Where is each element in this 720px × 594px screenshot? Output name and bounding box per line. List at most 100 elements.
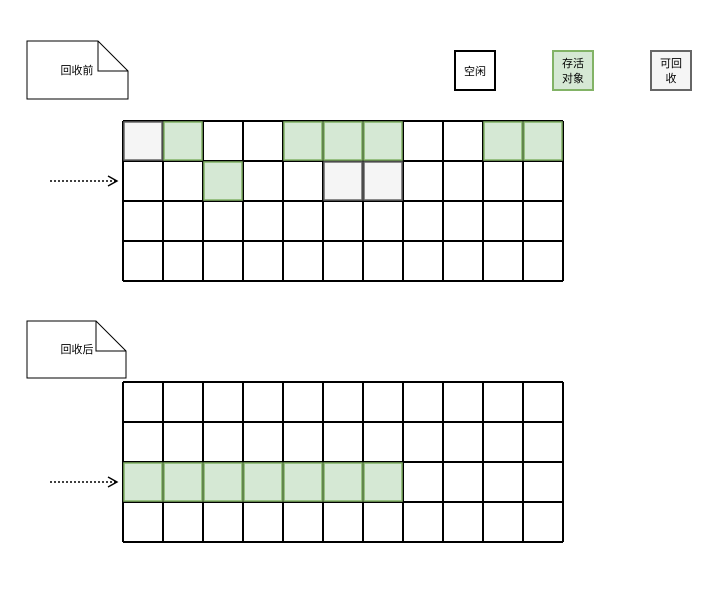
after-cell-free (203, 382, 243, 422)
before-cell-free (443, 161, 483, 201)
before-cell-free (403, 201, 443, 241)
after-cell-outline-live (123, 462, 163, 502)
memory-grid-after (122, 381, 564, 543)
legend-free-label: 空闲 (464, 64, 486, 78)
after-cell-free (363, 502, 403, 542)
after-cell-free (123, 422, 163, 462)
before-cell-outline-live (163, 121, 203, 161)
after-title: 回收后 (61, 342, 94, 356)
after-cell-free (123, 502, 163, 542)
before-cell-live (523, 121, 563, 161)
after-cell-free (523, 462, 563, 502)
before-note-shape (26, 40, 129, 100)
before-cell-free (283, 201, 323, 241)
legend: 空闲 存活 对象 可回 收 (454, 50, 692, 91)
after-cell-free (123, 382, 163, 422)
before-cell-free (443, 241, 483, 281)
after-cell-free (403, 382, 443, 422)
before-cell-free (363, 201, 403, 241)
before-cell-free (163, 161, 203, 201)
before-cell-outline-live (363, 121, 403, 161)
legend-live: 存活 对象 (552, 50, 594, 91)
after-cell-live (283, 462, 323, 502)
after-cell-free (203, 502, 243, 542)
before-cell-free (403, 241, 443, 281)
legend-reclaimable-swatch (650, 50, 692, 91)
before-cell-free (123, 161, 163, 201)
after-cell-free (483, 382, 523, 422)
before-cell-outline-live (203, 161, 243, 201)
after-cell-free (443, 382, 483, 422)
legend-reclaimable-label-line2: 收 (666, 71, 677, 85)
before-note-fold (97, 41, 128, 72)
before-cell-free (403, 161, 443, 201)
after-cell-free (243, 502, 283, 542)
before-cell-free (483, 201, 523, 241)
after-cell-live (163, 462, 203, 502)
before-cell-free (243, 201, 283, 241)
after-cell-free (283, 422, 323, 462)
before-cell-free (203, 241, 243, 281)
after-cell-free (323, 502, 363, 542)
after-cell-free (483, 422, 523, 462)
after-cell-live (123, 462, 163, 502)
before-cell-free (483, 241, 523, 281)
before-cell-free (123, 201, 163, 241)
after-cell-free (323, 422, 363, 462)
memory-grid-before (122, 120, 564, 282)
after-cell-live (323, 462, 363, 502)
before-cell-live (283, 121, 323, 161)
before-cell-free (323, 201, 363, 241)
before-cell-reclaimable (363, 161, 403, 201)
after-cell-free (523, 422, 563, 462)
before-cell-free (203, 201, 243, 241)
before-cell-reclaimable (323, 161, 363, 201)
after-cell-free (163, 422, 203, 462)
before-cell-free (283, 241, 323, 281)
before-cell-outline-reclaimable (363, 161, 403, 201)
before-cell-free (483, 161, 523, 201)
before-cell-reclaimable (123, 121, 163, 161)
before-cell-free (523, 241, 563, 281)
after-cell-outline-live (163, 462, 203, 502)
after-cell-free (203, 422, 243, 462)
after-cell-free (523, 382, 563, 422)
after-cell-live (363, 462, 403, 502)
after-cell-free (243, 422, 283, 462)
after-cell-outline-live (243, 462, 283, 502)
after-cell-free (163, 382, 203, 422)
after-note-fold (95, 321, 126, 352)
after-cell-free (523, 502, 563, 542)
legend-free: 空闲 (454, 50, 496, 91)
after-note: 回收后 (26, 320, 127, 379)
legend-live-label-line2: 对象 (562, 71, 584, 85)
before-cell-free (123, 241, 163, 281)
before-cell-free (523, 201, 563, 241)
legend-reclaimable: 可回 收 (650, 50, 692, 91)
after-cell-free (443, 462, 483, 502)
after-cell-free (403, 422, 443, 462)
before-cell-free (283, 161, 323, 201)
after-cell-free (403, 462, 443, 502)
legend-reclaimable-label-line1: 可回 (660, 57, 682, 70)
after-cell-free (283, 502, 323, 542)
before-cell-outline-live (483, 121, 523, 161)
before-cell-free (163, 241, 203, 281)
after-cell-outline-live (283, 462, 323, 502)
before-cell-free (163, 201, 203, 241)
before-cell-free (203, 121, 243, 161)
after-cell-outline-live (363, 462, 403, 502)
before-cell-live (323, 121, 363, 161)
after-cell-free (443, 502, 483, 542)
before-cell-outline-reclaimable (123, 121, 163, 161)
after-cell-free (243, 382, 283, 422)
after-cell-free (483, 502, 523, 542)
after-cell-free (163, 502, 203, 542)
before-cell-free (403, 121, 443, 161)
before-cell-free (323, 241, 363, 281)
before-cell-live (163, 121, 203, 161)
after-cell-free (283, 382, 323, 422)
before-cell-outline-reclaimable (323, 161, 363, 201)
before-cell-free (243, 121, 283, 161)
legend-free-swatch (454, 50, 496, 91)
